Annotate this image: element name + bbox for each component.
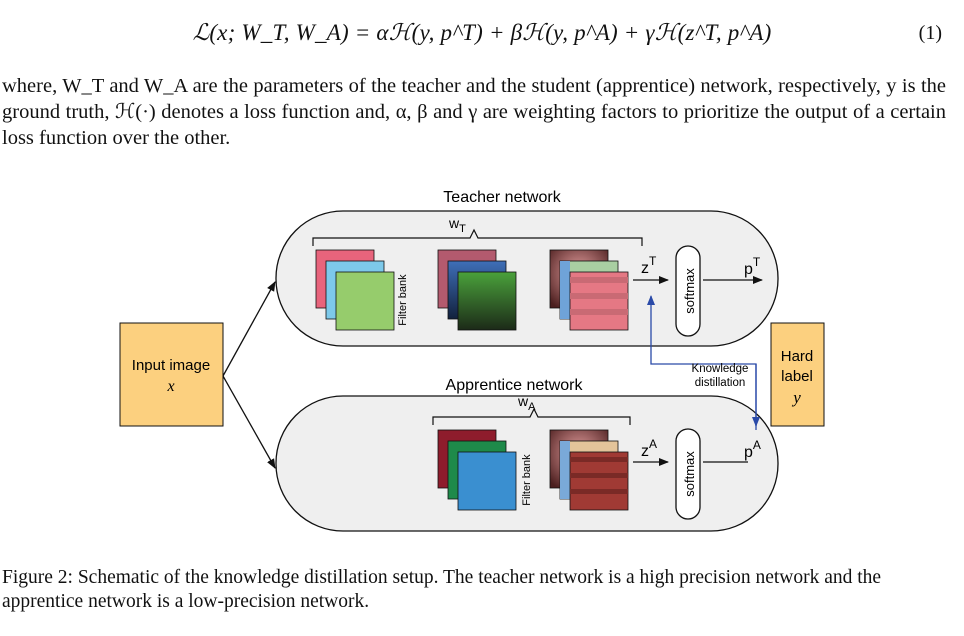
apprentice-filter-group bbox=[437, 429, 517, 511]
apprentice-output-label: pA bbox=[744, 438, 761, 461]
teacher-network-title: Teacher network bbox=[443, 189, 561, 206]
apprentice-weights-label: wA bbox=[517, 393, 536, 413]
teacher-weights-label: wT bbox=[448, 215, 466, 235]
teacher-filter-group-2 bbox=[437, 249, 517, 331]
teacher-feature-maps bbox=[549, 249, 629, 331]
hard-label-var: y bbox=[791, 388, 801, 407]
loss-equation: ℒ(x; W_T, W_A) = αℋ(y, p^T) + βℋ(y, p^A)… bbox=[192, 20, 772, 45]
diagram-svg: Teacher network wT Filter bank zT softma… bbox=[119, 189, 825, 532]
distillation-diagram: Teacher network wT Filter bank zT softma… bbox=[0, 180, 964, 540]
teacher-output-label: pT bbox=[744, 255, 761, 278]
equation-row: ℒ(x; W_T, W_A) = αℋ(y, p^T) + βℋ(y, p^A)… bbox=[0, 20, 964, 54]
input-image-var: x bbox=[166, 378, 174, 395]
teacher-softmax-block bbox=[675, 245, 701, 337]
hard-label-block bbox=[770, 322, 825, 427]
teacher-logits-label: zT bbox=[641, 254, 657, 277]
input-image-label: Input image bbox=[132, 357, 210, 374]
knowledge-distillation-label-1: Knowledge bbox=[692, 363, 749, 375]
teacher-softmax-label: softmax bbox=[682, 268, 697, 314]
body-paragraph: where, W_T and W_A are the parameters of… bbox=[2, 75, 946, 149]
teacher-network-block bbox=[275, 210, 779, 347]
hard-label-line2: label bbox=[781, 368, 813, 385]
teacher-weights-brace bbox=[312, 228, 643, 246]
apprentice-logits-label: zA bbox=[641, 437, 657, 460]
apprentice-feature-maps bbox=[549, 429, 629, 511]
input-to-apprentice-arrow bbox=[222, 375, 276, 469]
apprentice-softmax-block bbox=[675, 428, 701, 520]
input-image-block bbox=[119, 322, 224, 427]
teacher-filter-group-1 bbox=[315, 249, 395, 331]
input-to-teacher-arrow bbox=[222, 281, 276, 377]
apprentice-softmax-label: softmax bbox=[682, 451, 697, 497]
figure-caption: Figure 2: Schematic of the knowledge dis… bbox=[2, 567, 882, 612]
equation-number: (1) bbox=[918, 22, 942, 44]
teacher-filter-bank-label: Filter bank bbox=[397, 274, 409, 326]
knowledge-distillation-label-2: distillation bbox=[695, 377, 746, 389]
apprentice-weights-brace bbox=[432, 407, 631, 425]
apprentice-filter-bank-label: Filter bank bbox=[521, 454, 533, 506]
apprentice-network-block bbox=[275, 395, 779, 532]
apprentice-network-title: Apprentice network bbox=[446, 377, 584, 394]
hard-label-line1: Hard bbox=[781, 348, 814, 365]
